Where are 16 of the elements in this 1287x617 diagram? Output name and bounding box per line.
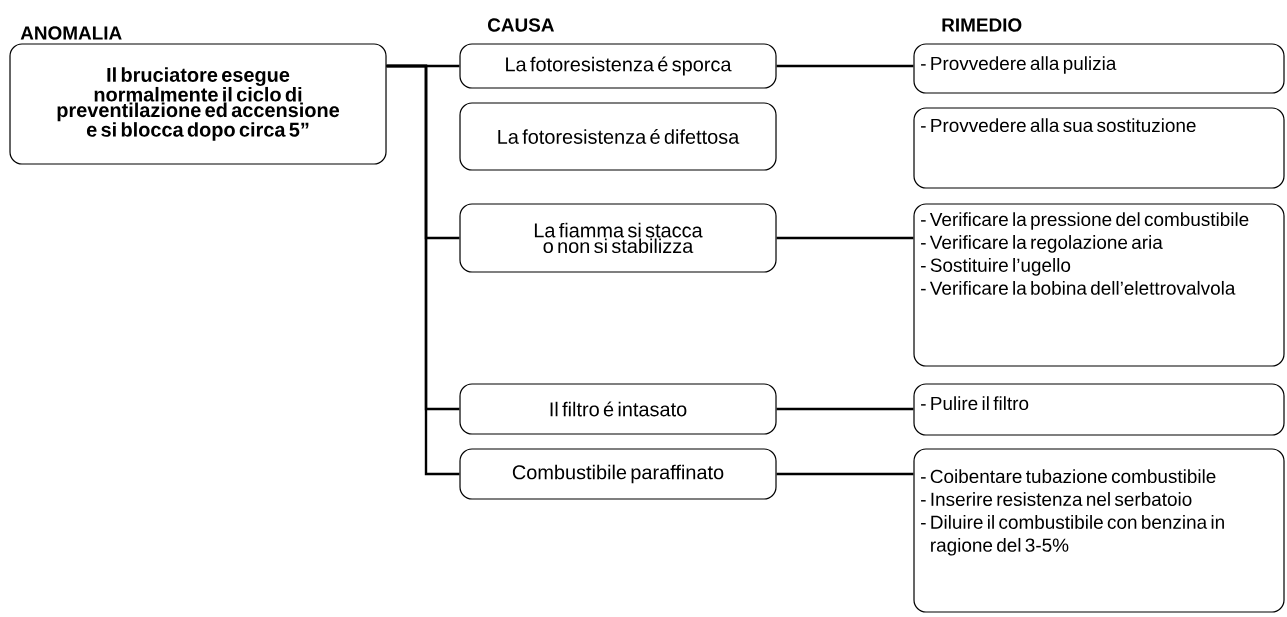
connector-line — [386, 64, 460, 476]
cause-box: Il filtro é intasato — [459, 383, 777, 435]
connector-line — [776, 472, 914, 476]
cause-box: La fotoresistenza é difettosa — [459, 102, 777, 171]
connector-line — [776, 64, 914, 68]
remedy-box: - Pulire il filtro — [913, 383, 1285, 436]
connector-line — [776, 236, 914, 240]
remedy-box: - Provvedere alla sua sostituzione — [913, 107, 1285, 189]
problem-box: Il bruciatore esegue normalmente il ciclo di preventilazione ed accensione e si blocca dopo circa 5” — [9, 43, 387, 165]
cause-box: Combustibile paraffinato — [459, 448, 777, 500]
connector-line — [776, 407, 914, 411]
remedy-box: - Provvedere alla pulizia — [913, 43, 1285, 94]
remedy-box: - Verificare la pressione del combustibile - Verificare la regolazione aria - Sostituire l’ugello - Verificare la bobina dell’elettrovalvola — [913, 203, 1285, 367]
remedy-box: - Coibentare tubazione combustibile - Inserire resistenza nel serbatoio - Diluire il combustibile con benzina in ragione del 3-5% — [913, 448, 1285, 613]
cause-box: La fotoresistenza é sporca — [459, 43, 777, 89]
cause-box: La fiamma si stacca o non si stabilizza — [459, 203, 777, 273]
